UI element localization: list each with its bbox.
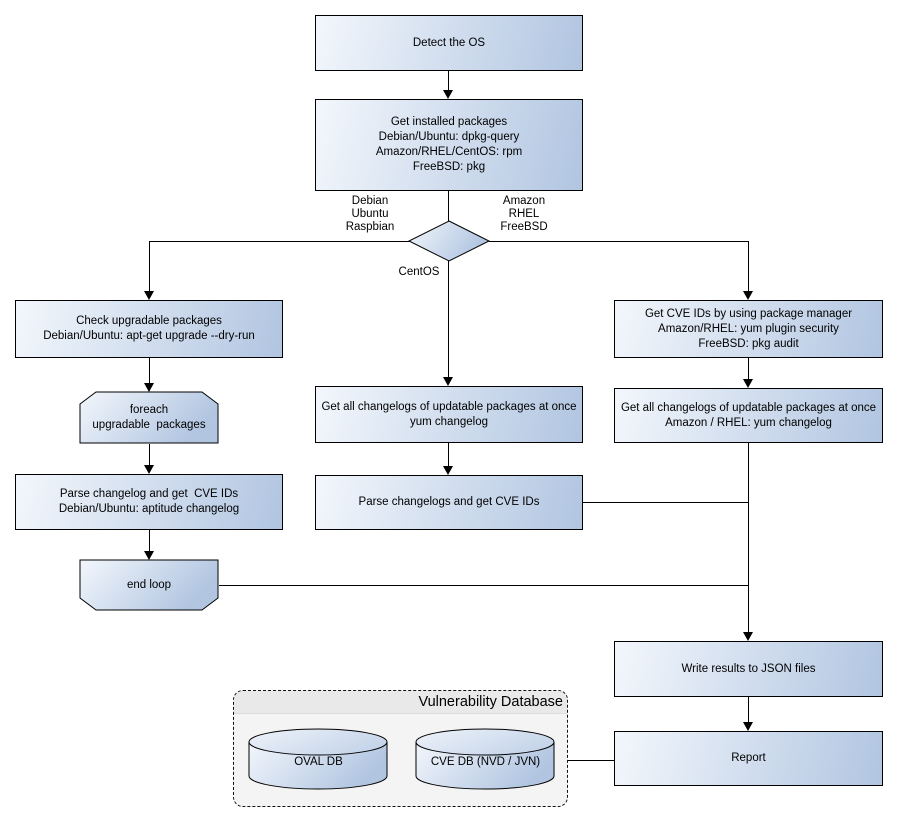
node-get-changelogs-rhel-label: Get all changelogs of updatable packages… [620, 401, 877, 429]
node-get-changelogs-centos: Get all changelogs of updatable packages… [315, 386, 583, 443]
node-parse-changelog: Parse changelog and get CVE IDs Debian/U… [15, 474, 283, 530]
node-report: Report [614, 731, 883, 786]
edge-decision-left-v [149, 241, 150, 292]
node-parse-changelog-label: Parse changelog and get CVE IDs Debian/U… [58, 488, 240, 515]
edge-decision-bottom [448, 261, 449, 378]
edge-foreach-to-parse [149, 444, 150, 466]
decision-label-amazon: Amazon RHEL FreeBSD [500, 195, 548, 233]
edge-merge-to-writejson [748, 443, 749, 633]
arrowhead-into-changelogs-centos [443, 377, 453, 386]
node-write-json-label: Write results to JSON files [681, 662, 816, 675]
end-loop-shape [79, 559, 219, 611]
edge-decision-right-h [489, 241, 748, 242]
foreach-loop-shape [79, 391, 219, 444]
oval-db-cylinder [248, 728, 388, 790]
arrowhead-into-installed [443, 90, 453, 99]
cve-db-cylinder [415, 728, 555, 790]
decision-label-centos: CentOS [398, 266, 440, 278]
node-detect-os: Detect the OS [315, 15, 583, 71]
vulnerability-database-title: Vulnerability Database [234, 691, 567, 714]
node-parse-changelogs-centos-label: Parse changelogs and get CVE IDs [358, 496, 540, 508]
arrowhead-into-changelogs-rhel [743, 379, 753, 388]
edge-decision-right-v [748, 241, 749, 292]
node-detect-os-label: Detect the OS [412, 36, 486, 49]
node-get-cve-ids-label: Get CVE IDs by using package manager Ama… [644, 307, 853, 350]
edge-parse-to-endloop [149, 530, 150, 552]
end-loop-label: end loop [126, 578, 172, 591]
arrowhead-into-endloop [144, 551, 154, 560]
edge-changelogs-to-parse-centos [448, 443, 449, 467]
node-check-upgradable-label: Check upgradable packages Debian/Ubuntu:… [43, 315, 255, 342]
edge-parse-centos-to-merge [583, 502, 748, 503]
edge-vulndb-to-report [568, 760, 614, 761]
decision-label-debian: Debian Ubuntu Raspbian [345, 195, 395, 233]
node-write-json: Write results to JSON files [614, 641, 883, 697]
edge-cveids-to-changelogs [748, 358, 749, 380]
arrowhead-into-parse-changelog [144, 465, 154, 474]
edge-detect-to-installed [448, 71, 449, 91]
node-get-changelogs-centos-label: Get all changelogs of updatable packages… [321, 400, 577, 428]
node-report-label: Report [731, 752, 766, 764]
node-parse-changelogs-centos: Parse changelogs and get CVE IDs [315, 475, 583, 530]
arrowhead-into-check-upgradable [144, 291, 154, 300]
oval-db-label: OVAL DB [294, 756, 343, 768]
edge-writejson-to-report [748, 697, 749, 723]
edge-check-to-foreach [149, 358, 150, 384]
edge-installed-to-decision [448, 191, 449, 222]
cve-db-label: CVE DB (NVD / JVN) [430, 756, 541, 768]
edge-endloop-to-merge [219, 585, 748, 586]
node-get-installed-packages-label: Get installed packages Debian/Ubuntu: dp… [375, 116, 523, 173]
arrowhead-into-cve-ids [743, 291, 753, 300]
arrowhead-into-parse-centos [443, 466, 453, 475]
node-get-installed-packages: Get installed packages Debian/Ubuntu: dp… [315, 99, 583, 191]
node-check-upgradable: Check upgradable packages Debian/Ubuntu:… [15, 300, 283, 358]
decision-diamond [407, 220, 491, 262]
arrowhead-into-writejson [743, 632, 753, 641]
node-get-changelogs-rhel: Get all changelogs of updatable packages… [614, 388, 883, 443]
foreach-loop-label: foreach upgradable packages [92, 403, 206, 431]
node-get-cve-ids: Get CVE IDs by using package manager Ama… [614, 300, 883, 358]
arrowhead-into-foreach [144, 383, 154, 392]
edge-decision-left-h [149, 241, 411, 242]
arrowhead-into-report [743, 722, 753, 731]
